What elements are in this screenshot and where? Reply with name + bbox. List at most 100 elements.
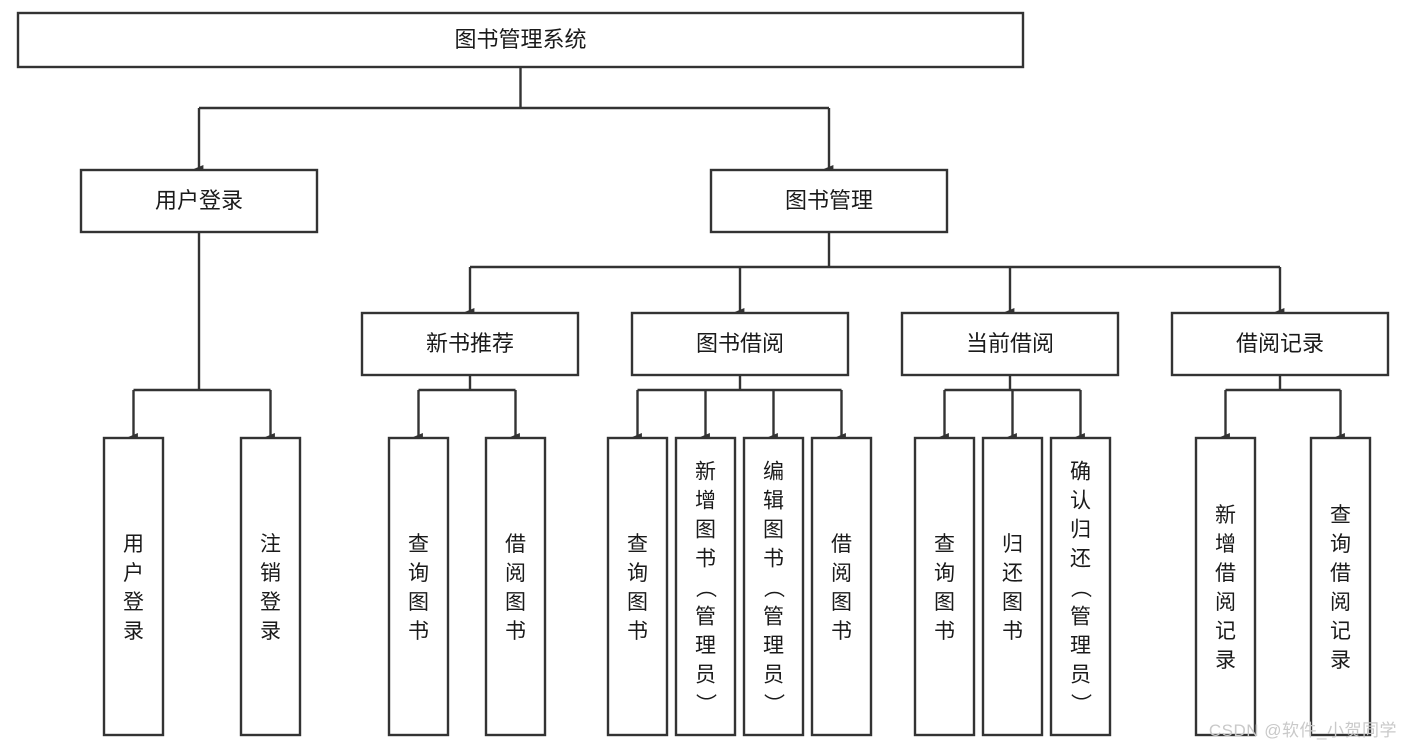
node-label-char: 图 xyxy=(627,591,648,614)
node-label-char: 书 xyxy=(408,620,429,643)
node-label-char: 新 xyxy=(1215,504,1236,527)
node-label-char: 图 xyxy=(695,519,716,542)
node-label-char: 增 xyxy=(695,490,716,513)
node-box xyxy=(900,311,1120,377)
node-label-char: 新 xyxy=(695,461,716,484)
node-label-char: （ xyxy=(694,577,717,598)
connector-group-user-login xyxy=(128,232,275,441)
node-box xyxy=(387,436,450,737)
node-box xyxy=(484,436,547,737)
node-label-char: 编 xyxy=(763,461,784,484)
connector-group-borrow-record xyxy=(1220,375,1345,441)
node-label-char: 户 xyxy=(123,562,144,585)
node-user-login[interactable]: 用户登录 xyxy=(79,168,319,234)
node-label-char: 录 xyxy=(1215,649,1236,672)
node-borrow-record[interactable]: 借阅记录 xyxy=(1170,311,1390,377)
node-box xyxy=(630,311,850,377)
node-label: 图书管理系统 xyxy=(454,27,586,52)
node-label-char: 员 xyxy=(1070,664,1091,687)
connector-layer xyxy=(128,67,1345,441)
node-label-char: 员 xyxy=(763,664,784,687)
node-label-char: 录 xyxy=(1330,649,1351,672)
node-box xyxy=(360,311,580,377)
connector-group-current-borrow xyxy=(939,375,1085,441)
node-label-char: ） xyxy=(694,693,717,714)
node-label-char: 借 xyxy=(1330,562,1351,585)
node-label: 新书推荐 xyxy=(426,331,514,356)
node-label: 图书管理 xyxy=(785,188,873,213)
connector-group-root xyxy=(194,67,834,173)
node-label-char: 阅 xyxy=(1215,591,1236,614)
node-label-char: 询 xyxy=(627,562,648,585)
node-box xyxy=(102,436,165,737)
node-label-char: 阅 xyxy=(831,562,852,585)
node-label-char: 还 xyxy=(1070,548,1091,571)
node-label-char: 注 xyxy=(260,533,281,556)
node-box xyxy=(810,436,873,737)
node-label-char: 理 xyxy=(1070,635,1091,658)
node-book-borrow[interactable]: 图书借阅 xyxy=(630,311,850,377)
node-label-char: 记 xyxy=(1330,620,1351,643)
node-box xyxy=(16,11,1025,69)
node-label: 图书借阅 xyxy=(696,331,784,356)
node-label-char: 图 xyxy=(1002,591,1023,614)
connector-group-new-book-recommend xyxy=(413,375,520,441)
node-label-char: 销 xyxy=(260,562,281,585)
node-label-char: 图 xyxy=(505,591,526,614)
node-label-char: 书 xyxy=(627,620,648,643)
node-label-char: 阅 xyxy=(1330,591,1351,614)
node-label-char: 辑 xyxy=(763,490,784,513)
node-box xyxy=(606,436,669,737)
node-label-char: 记 xyxy=(1215,620,1236,643)
node-label-char: 员 xyxy=(695,664,716,687)
node-leaf-user-login[interactable]: 用户登录 xyxy=(102,436,165,737)
node-label-char: 查 xyxy=(408,533,429,556)
node-label-char: 归 xyxy=(1002,533,1023,556)
node-label-char: 归 xyxy=(1070,519,1091,542)
node-book-management[interactable]: 图书管理 xyxy=(709,168,949,234)
node-label-char: 管 xyxy=(1070,606,1091,629)
node-box xyxy=(1170,311,1390,377)
node-label-char: 书 xyxy=(695,548,716,571)
node-label: 用户登录 xyxy=(155,188,243,213)
node-root[interactable]: 图书管理系统 xyxy=(16,11,1025,69)
node-label-char: 查 xyxy=(627,533,648,556)
node-label-char: 阅 xyxy=(505,562,526,585)
node-box xyxy=(1309,436,1372,737)
node-label-char: 登 xyxy=(123,591,144,614)
node-label-char: 用 xyxy=(123,533,144,556)
node-label-char: 理 xyxy=(695,635,716,658)
node-label-char: 认 xyxy=(1070,490,1091,513)
node-label-char: ） xyxy=(1069,693,1092,714)
connector-group-book-borrow xyxy=(632,375,846,441)
node-box xyxy=(1049,436,1112,737)
connector-group-book-management xyxy=(465,232,1285,316)
node-label-char: 理 xyxy=(763,635,784,658)
node-box xyxy=(79,168,319,234)
node-label-char: 确 xyxy=(1070,461,1091,484)
node-label-char: ） xyxy=(762,693,785,714)
node-box xyxy=(913,436,976,737)
node-label-char: 管 xyxy=(695,606,716,629)
node-label-char: 图 xyxy=(408,591,429,614)
node-label-char: 书 xyxy=(1002,620,1023,643)
node-label-char: 登 xyxy=(260,591,281,614)
node-new-book-recommend[interactable]: 新书推荐 xyxy=(360,311,580,377)
node-current-borrow[interactable]: 当前借阅 xyxy=(900,311,1120,377)
node-label-char: 查 xyxy=(1330,504,1351,527)
node-label-char: 书 xyxy=(505,620,526,643)
node-box xyxy=(981,436,1044,737)
